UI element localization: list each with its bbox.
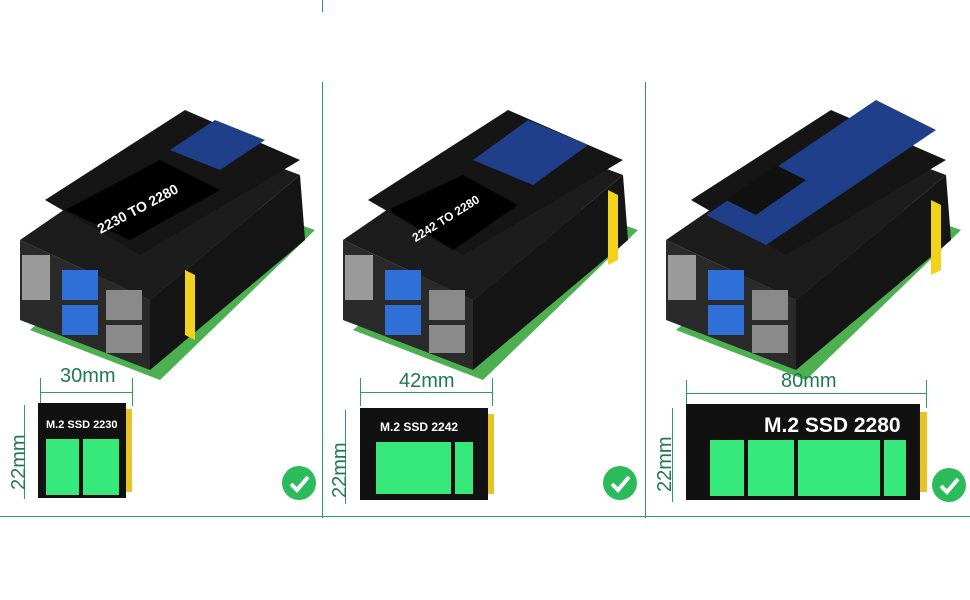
panel-divider-right (645, 82, 646, 518)
usb2-port-top (752, 290, 788, 320)
width-dim-tick-right (492, 378, 493, 406)
usb2-port-top (429, 290, 465, 320)
top-divider-line (322, 0, 323, 12)
panel-frame-bottom (0, 516, 970, 517)
width-label: 42mm (399, 370, 455, 392)
usb-port-top (62, 270, 98, 300)
case-side (796, 175, 951, 370)
ssd-label: M.2 SSD 2230 (46, 419, 118, 431)
gold-contacts (126, 409, 132, 492)
ssd-module (170, 120, 265, 170)
width-dim-tick-left (360, 378, 361, 406)
panel-divider-left (322, 82, 323, 518)
ssd-chip-a (376, 442, 451, 494)
height-label: 22mm (8, 434, 30, 490)
panel-2242: 2242 TO 2280 42mm 22mm M.2 SSD 2242 (323, 0, 645, 600)
label-plate (65, 160, 220, 240)
panel-2280: 80mm 22mm M.2 SSD 2280 (646, 0, 970, 600)
ssd-chip-b (455, 442, 473, 494)
usb-port-bottom (62, 305, 98, 335)
width-dim-tick-right (926, 380, 927, 408)
ssd-chip-a (710, 440, 744, 496)
usb-port-bottom (385, 305, 421, 335)
label-plate (388, 175, 518, 250)
ssd-chip-d (884, 440, 906, 496)
height-label: 22mm (654, 436, 676, 492)
ssd-label: M.2 SSD 2242 (380, 420, 458, 434)
ssd-controller-chip (726, 165, 806, 215)
usb2-port-bottom (106, 325, 142, 353)
pi-board-image: 2242 TO 2280 (343, 110, 638, 380)
check-circle-icon (282, 466, 316, 500)
check-circle-icon (603, 466, 637, 500)
yellow-strip (185, 270, 195, 340)
ethernet-port (22, 255, 50, 300)
height-dim-line (345, 410, 346, 504)
yellow-strip (608, 190, 618, 265)
width-dim-tick-right (132, 378, 133, 406)
ethernet-port (345, 255, 373, 300)
usb-port-top (708, 270, 744, 300)
ssd-chip-b (83, 439, 119, 495)
gold-contacts (488, 414, 494, 494)
width-dim-tick-left (686, 380, 687, 408)
ssd-chip-a (46, 439, 79, 495)
width-dim-tick-left (40, 378, 41, 406)
usb2-port-bottom (752, 325, 788, 353)
ssd-chip-b (748, 440, 794, 496)
ssd-chip-c (798, 440, 880, 496)
ethernet-port (668, 255, 696, 300)
width-label: 80mm (781, 370, 837, 392)
width-dim-line (40, 392, 132, 393)
ssd-card-2242: M.2 SSD 2242 (360, 408, 494, 500)
height-dim-line (672, 408, 673, 502)
height-dim-line (24, 405, 25, 499)
usb2-port-bottom (429, 325, 465, 353)
ssd-card-2280: M.2 SSD 2280 (686, 404, 927, 500)
usb2-port-top (106, 290, 142, 320)
height-label: 22mm (329, 442, 351, 498)
yellow-strip (931, 200, 941, 275)
width-label: 30mm (60, 365, 116, 387)
width-dim-line (360, 392, 492, 393)
pi-board-image (666, 100, 961, 380)
ssd-module (473, 120, 588, 185)
usb-port-top (385, 270, 421, 300)
width-dim-line (686, 393, 926, 394)
usb-port-bottom (708, 305, 744, 335)
panel-2230: 2230 TO 2280 30mm 22mm M.2 SSD 2230 (0, 0, 322, 600)
case-side (473, 175, 628, 370)
gold-contacts (920, 412, 927, 492)
check-circle-icon (932, 468, 966, 502)
ssd-card-2230: M.2 SSD 2230 (38, 403, 132, 498)
ssd-label: M.2 SSD 2280 (764, 414, 901, 437)
pi-board-image: 2230 TO 2280 (20, 110, 315, 380)
